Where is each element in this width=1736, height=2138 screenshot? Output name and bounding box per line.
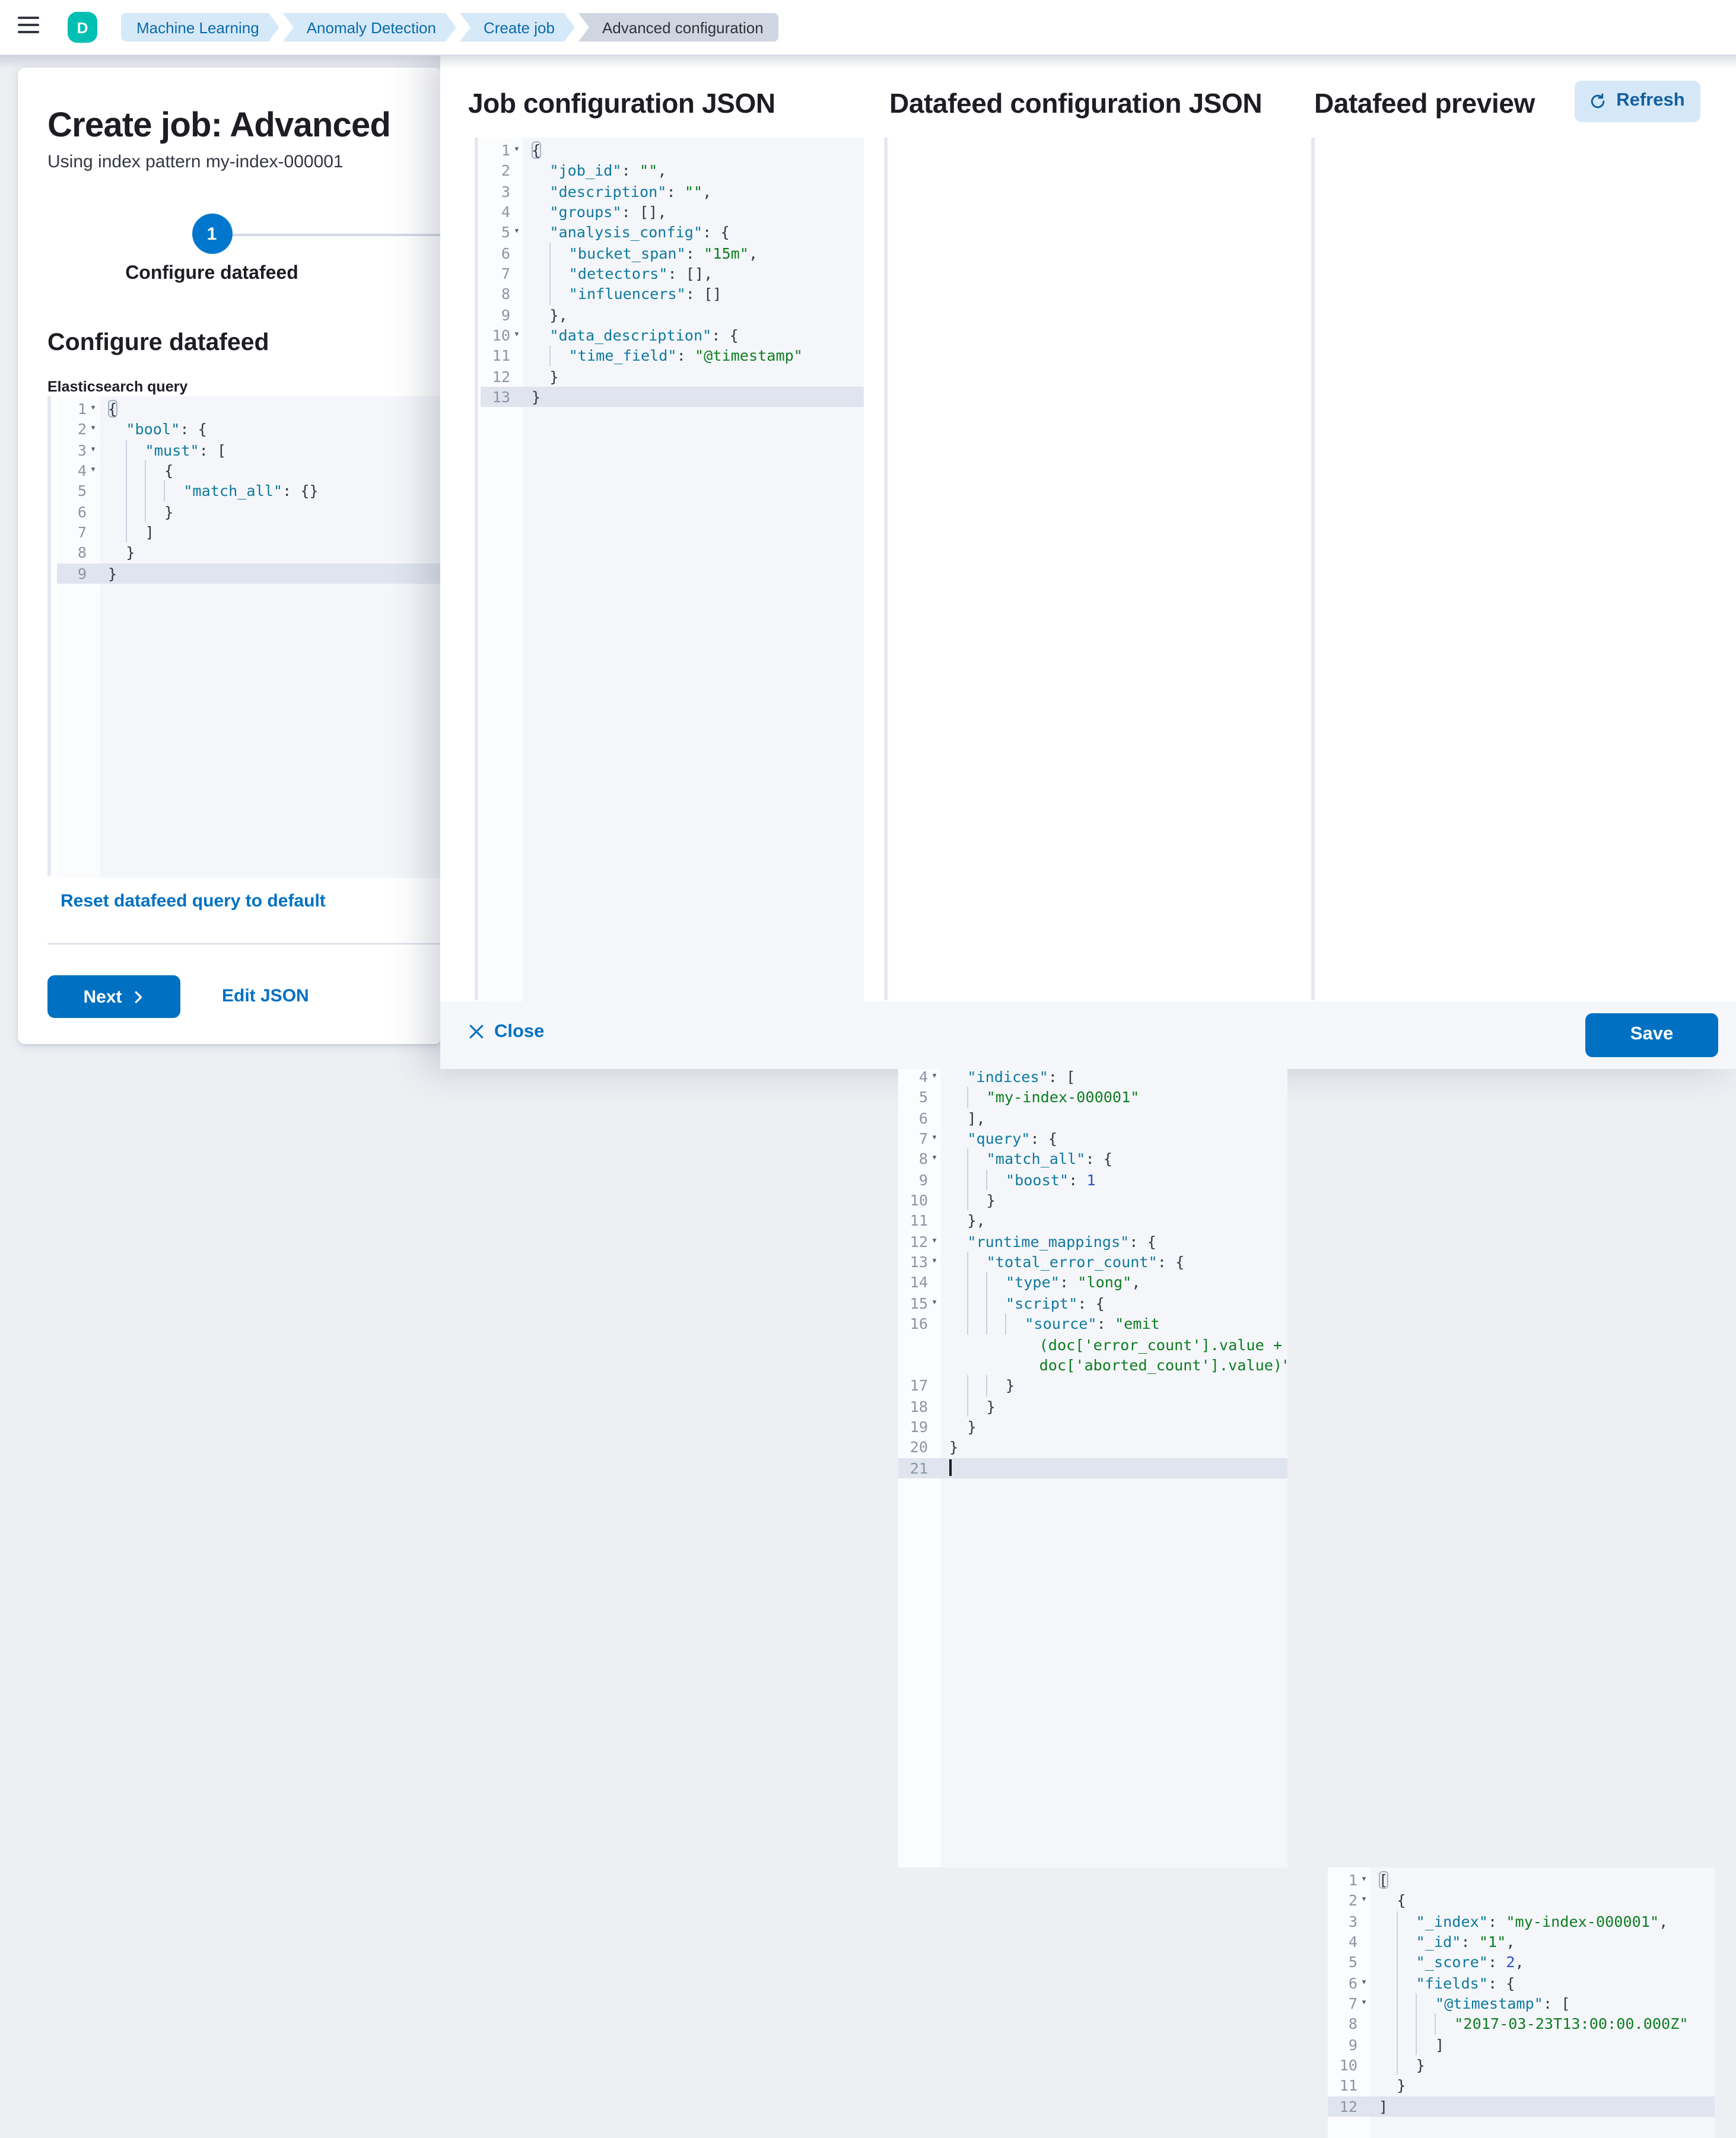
code-line: 14"type": "long", [898,1272,1287,1293]
code-line-wrap: doc['aborted_count'].value)" [949,1356,1287,1374]
code-line: 6▾"fields": { [1328,1972,1715,1994]
datafeed-preview-title: Datafeed preview [1314,87,1535,118]
datafeed-config-title: Datafeed configuration JSON [889,87,1263,118]
datafeed-config-editor-edge [884,138,887,1000]
datafeed-preview-editor[interactable]: 1▾[ 2▾{3"_index": "my-index-000001",4"_id… [1328,1867,1715,2138]
code-line: 8} [77,543,135,562]
code-line: 5▾"analysis_config": { [501,223,730,241]
close-button-label: Close [494,1021,545,1041]
job-config-editor-edge [475,138,478,1000]
code-line: 19} [910,1417,977,1436]
advanced-configuration-flyout: Job configuration JSON Datafeed configur… [440,55,1736,2138]
breadcrumb-item-advanced-configuration: Advanced configuration [578,13,779,42]
next-button[interactable]: Next [47,975,180,1018]
code-line: 17} [898,1375,1287,1396]
code-line: 1▾{ [501,141,541,159]
code-line: 11} [1339,2076,1406,2095]
code-line: 9} [57,563,441,584]
step-progress-line [211,234,441,236]
code-line: 4▾{ [57,460,441,481]
code-line: 6"bucket_span": "15m", [481,243,863,264]
step-1-label: Configure datafeed [125,263,298,284]
code-line: 12} [492,367,559,386]
code-line: 16"source": "emit [898,1313,1287,1334]
code-line: 6} [57,501,441,523]
code-line: 4"_id": "1", [1328,1932,1715,1952]
job-config-editor[interactable]: 1▾{ 2"job_id": "", 3"description": "", 4"gr… [481,138,863,1003]
code-line: 20} [910,1438,959,1456]
code-line: 7▾"@timestamp": [ [1328,1993,1715,2014]
breadcrumb-item-anomaly-detection[interactable]: Anomaly Detection [283,13,456,42]
datafeed-preview-editor-edge [1311,138,1314,1000]
code-line: 13} [481,387,863,408]
close-icon [468,1024,484,1039]
code-line: 18} [898,1396,1287,1417]
code-line: 7] [57,522,441,543]
section-title: Configure datafeed [47,329,269,356]
code-line: 11"time_field": "@timestamp" [481,345,863,367]
code-line: 10} [1328,2055,1715,2076]
code-line: 3▾"must": [ [57,440,441,461]
code-line: 5"_score": 2, [1328,1952,1715,1973]
step-1-indicator[interactable]: 1 [192,214,232,254]
code-line: 5"my-index-000001" [898,1087,1287,1108]
code-line: 9] [1328,2034,1715,2056]
breadcrumb-item-machine-learning[interactable]: Machine Learning [121,13,279,42]
save-button[interactable]: Save [1585,1013,1718,1057]
edit-json-link[interactable]: Edit JSON [222,986,309,1006]
code-line-wrap: (doc['error_count'].value + [949,1335,1283,1353]
refresh-button[interactable]: Refresh [1574,81,1700,122]
es-query-editor-edge [47,396,50,876]
es-query-editor[interactable]: 1▾{ 2▾"bool": { 3▾"must": [4▾{5"match_all"… [57,396,441,878]
code-line: 7"detectors": [], [481,263,863,284]
code-line: 13▾"total_error_count": { [898,1252,1287,1272]
page-subtitle: Using index pattern my-index-000001 [47,152,344,172]
code-line: 1▾{ [77,400,117,418]
code-line: 9"boost": 1 [898,1169,1287,1191]
avatar[interactable]: D [68,12,97,43]
refresh-icon [1589,93,1607,110]
code-line: 12▾"runtime_mappings": { [910,1232,1156,1251]
chevron-right-icon [132,990,145,1003]
code-line: 3"description": "", [501,182,712,201]
code-line: 9}, [501,306,568,324]
job-config-title: Job configuration JSON [468,87,775,118]
code-line: 2▾{ [1348,1891,1406,1910]
code-line: 5"match_all": {} [57,481,441,502]
code-line: 4"groups": [], [501,203,667,221]
code-line: 10} [898,1190,1287,1211]
breadcrumb-item-create-job[interactable]: Create job [460,13,575,42]
code-line: 6], [918,1109,985,1127]
menu-icon[interactable] [18,17,39,37]
divider [47,943,441,944]
code-line: 7▾"query": { [918,1130,1057,1148]
code-line: 4▾"indices": [ [918,1068,1076,1086]
code-line: 10▾"data_description": { [492,326,739,345]
code-line: 8"2017-03-23T13:00:00.000Z" [1328,2013,1715,2035]
page-title: Create job: Advanced [47,107,391,145]
refresh-button-label: Refresh [1616,90,1685,111]
code-line: 2▾"bool": { [77,420,207,438]
code-line: 11}, [910,1211,985,1230]
next-button-label: Next [83,987,122,1007]
es-query-label: Elasticsearch query [47,378,188,395]
code-line: 21 [898,1458,1287,1478]
reset-datafeed-query-link[interactable]: Reset datafeed query to default [61,891,326,911]
create-job-card: Create job: Advanced Using index pattern… [18,68,441,1044]
code-line: 8"influencers": [] [481,284,863,305]
code-line: 1▾[ [1348,1871,1388,1889]
code-line: 15▾"script": { [898,1293,1287,1314]
close-button[interactable]: Close [468,1021,544,1042]
datafeed-config-editor[interactable]: 1▾{2"datafeed_id": "",3"job_id": "",4▾"i… [898,1003,1287,1867]
code-line: 2"job_id": "", [501,161,667,180]
code-line: 12] [1328,2096,1715,2117]
flyout-footer: Close Save [440,1001,1736,1069]
code-line: 3"_index": "my-index-000001", [1328,1911,1715,1932]
code-line: 8▾"match_all": { [898,1148,1287,1170]
